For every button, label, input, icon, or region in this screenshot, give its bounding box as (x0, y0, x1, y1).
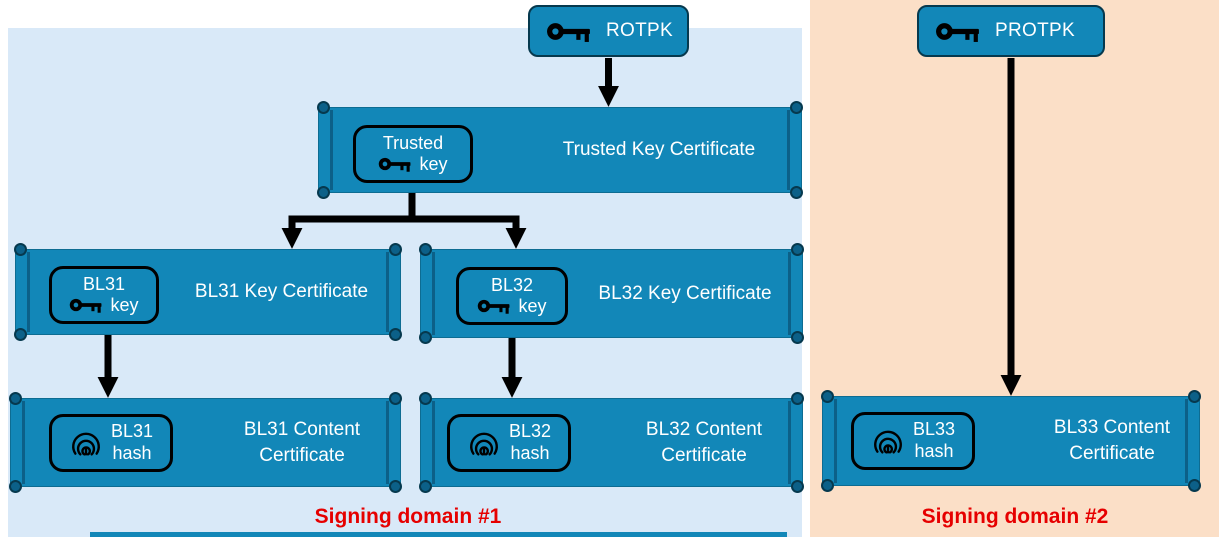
badge-text: key (419, 154, 448, 174)
signing-domain-1-label: Signing domain #1 (314, 505, 502, 528)
scroll-curl (419, 480, 432, 493)
badge-text: BL32 (490, 275, 534, 296)
badge-text: Trusted (382, 133, 444, 154)
scroll-curl (317, 101, 330, 114)
badge-text: hash (914, 441, 954, 461)
bl32-key-badge: BL32 key (456, 267, 568, 325)
scroll-roll (788, 401, 791, 484)
scroll-curl (9, 480, 22, 493)
badge-text: BL32 (508, 421, 552, 442)
scroll-roll (432, 401, 435, 484)
scroll-roll (330, 110, 333, 190)
scroll-curl (419, 331, 432, 344)
scroll-curl (1188, 479, 1201, 492)
scroll-curl (791, 392, 804, 405)
scroll-curl (317, 186, 330, 199)
key-icon (70, 299, 102, 314)
cert-bl31-key: BL31 key BL31 Key Certificate (14, 243, 402, 341)
scroll-roll (27, 252, 30, 332)
cert-bl32-content: BL32 hash BL32 Content Certificate (419, 392, 804, 493)
fingerprint-icon (470, 432, 498, 456)
scroll-roll (788, 252, 791, 335)
scroll-roll (432, 252, 435, 335)
scroll-curl (791, 331, 804, 344)
key-icon (478, 300, 510, 315)
cert-label: BL31 Key Certificate (194, 281, 369, 302)
cert-label: BL33 Content Certificate (1053, 417, 1171, 464)
badge-text: hash (112, 443, 152, 463)
rotpk-box: ROTPK (528, 5, 689, 57)
scroll-curl (389, 243, 402, 256)
scroll-roll (386, 401, 389, 484)
badge-text: hash (510, 443, 550, 463)
bl31-key-badge: BL31 key (49, 266, 159, 324)
signing-domain-2-label: Signing domain #2 (921, 505, 1109, 528)
key-icon (936, 22, 979, 42)
key-icon (547, 22, 590, 42)
protpk-label: PROTPK (995, 20, 1075, 41)
scroll-curl (9, 392, 22, 405)
bl31-hash-badge: BL31 hash (49, 414, 173, 472)
badge-text: BL31 (110, 421, 154, 442)
cert-bl31-content: BL31 hash BL31 Content Certificate (9, 392, 402, 493)
scroll-curl (1188, 390, 1201, 403)
scroll-roll (1185, 399, 1188, 483)
scroll-curl (389, 328, 402, 341)
scroll-curl (419, 392, 432, 405)
bl33-hash-badge: BL33 hash (851, 412, 975, 470)
scroll-roll (22, 401, 25, 484)
scroll-curl (419, 243, 432, 256)
scroll-curl (790, 101, 803, 114)
cert-label: Trusted Key Certificate (562, 139, 756, 160)
cropped-scroll-edge (90, 532, 787, 537)
scroll-roll (787, 110, 790, 190)
scroll-curl (821, 390, 834, 403)
scroll-curl (791, 243, 804, 256)
cert-label: BL31 Content Certificate (243, 418, 361, 466)
protpk-box: PROTPK (917, 5, 1105, 57)
scroll-curl (821, 479, 834, 492)
badge-text: BL33 (912, 419, 956, 440)
scroll-curl (14, 328, 27, 341)
scroll-curl (14, 243, 27, 256)
cert-bl33-content: BL33 hash BL33 Content Certificate (821, 390, 1201, 492)
cert-label: BL32 Content Certificate (645, 418, 763, 466)
fingerprint-icon (72, 432, 100, 456)
scroll-roll (386, 252, 389, 332)
cert-label: BL32 Key Certificate (598, 282, 772, 304)
cert-trusted-key: Trusted key Trusted Key Certificate (317, 101, 803, 199)
scroll-curl (389, 392, 402, 405)
scroll-curl (790, 186, 803, 199)
key-icon (379, 158, 411, 173)
badge-text: key (518, 296, 547, 316)
rotpk-label: ROTPK (606, 20, 673, 41)
scroll-curl (791, 480, 804, 493)
badge-text: BL31 (82, 274, 126, 295)
cert-bl32-key: BL32 key BL32 Key Certificate (419, 243, 804, 344)
bl32-hash-badge: BL32 hash (447, 414, 571, 472)
scroll-roll (834, 399, 837, 483)
fingerprint-icon (874, 430, 902, 454)
scroll-curl (389, 480, 402, 493)
trusted-key-badge: Trusted key (353, 125, 473, 183)
badge-text: key (110, 295, 139, 315)
